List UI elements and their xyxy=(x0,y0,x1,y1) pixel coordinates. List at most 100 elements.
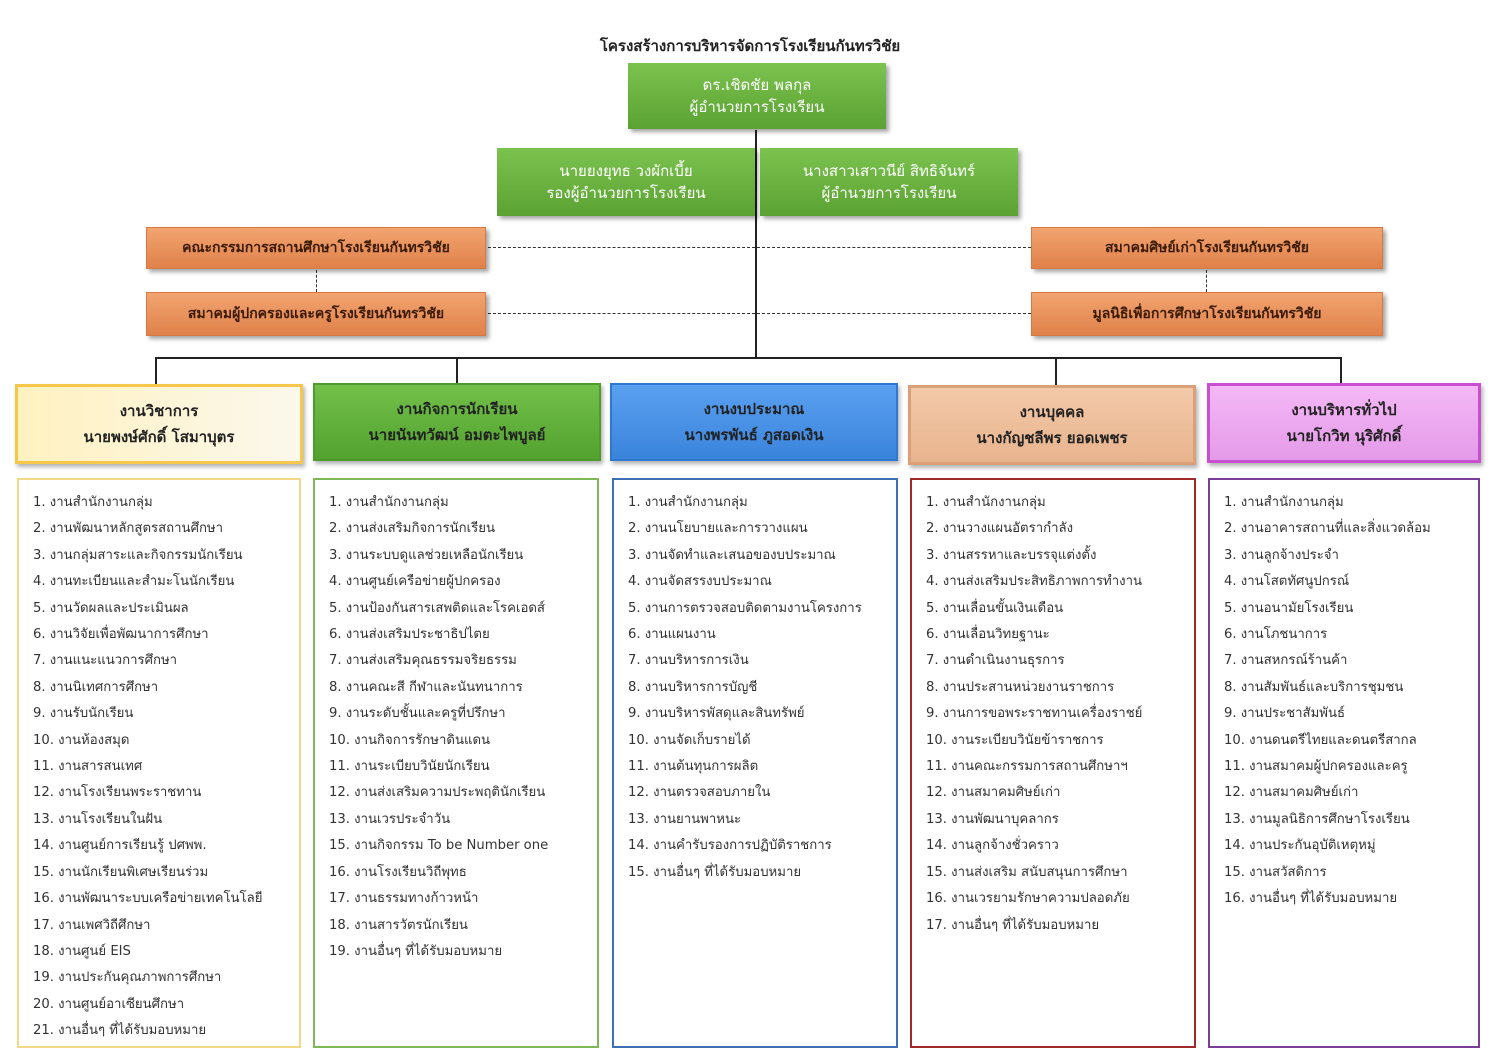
task-item: 12. งานส่งเสริมความประพฤตินักเรียน xyxy=(329,785,546,801)
task-item: 12. งานสมาคมศิษย์เก่า xyxy=(926,785,1061,801)
task-item: 16. งานเวรยามรักษาความปลอดภัย xyxy=(926,891,1130,907)
dept-title: งานบุคคล xyxy=(1019,403,1085,421)
dept-list-personnel: 1. งานสำนักงานกลุ่ม 2. งานวางแผนอัตรากำลั… xyxy=(910,478,1196,1048)
task-item: 4. งานศูนย์เครือข่ายผู้ปกครอง xyxy=(329,574,501,590)
task-item: 11. งานระเบียบวินัยนักเรียน xyxy=(329,759,490,775)
connector-horizontal-departments xyxy=(155,357,1340,359)
connector-drop-general xyxy=(1340,357,1342,385)
task-list: 1. งานสำนักงานกลุ่ม 2. งานวางแผนอัตรากำลั… xyxy=(926,490,1194,939)
task-item: 2. งานพัฒนาหลักสูตรสถานศึกษา xyxy=(33,521,224,537)
deputy-name: นางสาวเสาวนีย์ สิทธิจันทร์ xyxy=(802,162,976,180)
task-item: 7. งานสหกรณ์ร้านค้า xyxy=(1224,653,1348,669)
task-item: 1. งานสำนักงานกลุ่ม xyxy=(329,495,449,510)
task-item: 6. งานเลื่อนวิทยฐานะ xyxy=(926,627,1050,643)
task-item: 11. งานคณะกรรมการสถานศึกษาฯ xyxy=(926,759,1128,775)
dashed-link-left-bottom xyxy=(488,313,755,314)
task-item: 4. งานจัดสรรงบประมาณ xyxy=(628,574,772,590)
task-item: 2. งานวางแผนอัตรากำลัง xyxy=(926,521,1074,537)
task-item: 15. งานนักเรียนพิเศษเรียนร่วม xyxy=(33,864,209,880)
dept-title: งานงบประมาณ xyxy=(703,400,805,418)
task-item: 16. งานพัฒนาระบบเครือข่ายเทคโนโลยี xyxy=(33,891,263,907)
dept-list-student-affairs: 1. งานสำนักงานกลุ่ม 2. งานส่งเสริมกิจการน… xyxy=(313,478,599,1048)
deputy-name: นายยงยุทธ วงผักเบี้ย xyxy=(559,162,693,180)
task-list: 1. งานสำนักงานกลุ่ม 2. งานพัฒนาหลักสูตรสถ… xyxy=(33,490,299,1045)
task-item: 8. งานสัมพันธ์และบริการชุมชน xyxy=(1224,679,1404,695)
task-item: 1. งานสำนักงานกลุ่ม xyxy=(926,495,1046,510)
dept-header-general-admin: งานบริหารทั่วไป นายโกวิท นุริศักดิ์ xyxy=(1207,383,1481,463)
task-item: 9. งานระดับชั้นและครูที่ปรึกษา xyxy=(329,706,506,722)
task-item: 10. งานระเบียบวินัยข้าราชการ xyxy=(926,732,1104,748)
task-item: 8. งานนิเทศการศึกษา xyxy=(33,679,159,695)
task-item: 1. งานสำนักงานกลุ่ม xyxy=(33,495,153,510)
task-item: 5. งานป้องกันสารเสพติดและโรคเอดส์ xyxy=(329,600,545,616)
connector-drop-academic xyxy=(155,357,157,385)
dept-title: งานกิจการนักเรียน xyxy=(396,400,518,418)
deputy-role: รองผู้อำนวยการโรงเรียน xyxy=(546,184,706,202)
task-item: 15. งานส่งเสริม สนับสนุนการศึกษา xyxy=(926,864,1128,880)
task-item: 7. งานบริหารการเงิน xyxy=(628,653,749,669)
dashed-link-left-vertical xyxy=(316,270,317,292)
connector-drop-personnel xyxy=(1055,357,1057,385)
committee-parents-teachers: สมาคมผู้ปกครองและครูโรงเรียนกันทรวิชัย xyxy=(146,292,486,336)
dashed-link-left-top xyxy=(488,247,755,248)
task-item: 14. งานลูกจ้างชั่วคราว xyxy=(926,838,1059,854)
dept-title: งานวิชาการ xyxy=(119,402,199,420)
dept-header-academic: งานวิชาการ นายพงษ์ศักดิ์ โสมาบุตร xyxy=(15,384,303,464)
task-item: 10. งานดนตรีไทยและดนตรีสากล xyxy=(1224,732,1417,748)
task-item: 10. งานจัดเก็บรายได้ xyxy=(628,732,751,748)
task-item: 4. งานโสตทัศนูปกรณ์ xyxy=(1224,574,1350,590)
task-item: 13. งานพัฒนาบุคลากร xyxy=(926,811,1059,827)
task-item: 18. งานสารวัตรนักเรียน xyxy=(329,917,468,933)
task-item: 9. งานประชาสัมพันธ์ xyxy=(1224,706,1346,722)
dept-header-budget: งานงบประมาณ นางพรพันธ์ ภูสอดเงิน xyxy=(610,383,898,461)
dept-head: นายพงษ์ศักดิ์ โสมาบุตร xyxy=(83,428,235,446)
task-item: 2. งานนโยบายและการวางแผน xyxy=(628,521,808,537)
task-item: 17. งานเพศวิถีศึกษา xyxy=(33,917,151,933)
task-item: 5. งานเลื่อนขั้นเงินเดือน xyxy=(926,600,1064,616)
task-item: 17. งานธรรมทางก้าวหน้า xyxy=(329,891,479,907)
task-item: 13. งานยานพาหนะ xyxy=(628,811,742,827)
director-role: ผู้อำนวยการโรงเรียน xyxy=(689,98,825,116)
dashed-link-right-vertical xyxy=(1206,270,1207,292)
task-item: 3. งานระบบดูแลช่วยเหลือนักเรียน xyxy=(329,547,524,563)
task-item: 20. งานศูนย์อาเซียนศึกษา xyxy=(33,996,185,1012)
dept-head: นางกัญชลีพร ยอดเพชร xyxy=(976,429,1128,447)
task-item: 3. งานสรรหาและบรรจุแต่งตั้ง xyxy=(926,547,1097,563)
task-item: 7. งานส่งเสริมคุณธรรมจริยธรรม xyxy=(329,653,517,669)
dept-list-academic: 1. งานสำนักงานกลุ่ม 2. งานพัฒนาหลักสูตรสถ… xyxy=(17,478,301,1048)
task-item: 15. งานกิจกรรม To be Number one xyxy=(329,838,549,854)
chart-title: โครงสร้างการบริหารจัดการโรงเรียนกันทรวิช… xyxy=(599,37,901,55)
director-box: ดร.เชิดชัย พลกุล ผู้อำนวยการโรงเรียน xyxy=(628,63,886,129)
dashed-link-right-top xyxy=(757,247,1031,248)
task-item: 12. งานโรงเรียนพระราชทาน xyxy=(33,785,202,801)
dept-head: นายโกวิท นุริศักดิ์ xyxy=(1286,427,1402,445)
task-item: 15. งานอื่นๆ ที่ได้รับมอบหมาย xyxy=(628,864,802,880)
task-item: 1. งานสำนักงานกลุ่ม xyxy=(1224,495,1344,510)
task-item: 21. งานอื่นๆ ที่ได้รับมอบหมาย xyxy=(33,1023,207,1039)
task-item: 9. งานรับนักเรียน xyxy=(33,706,134,722)
deputy-box-2: นางสาวเสาวนีย์ สิทธิจันทร์ ผู้อำนวยการโร… xyxy=(760,148,1018,216)
task-item: 13. งานโรงเรียนในฝัน xyxy=(33,811,163,827)
task-item: 3. งานจัดทำและเสนอของบประมาณ xyxy=(628,547,836,563)
dept-head: นางพรพันธ์ ภูสอดเงิน xyxy=(684,426,824,444)
task-item: 19. งานประกันคุณภาพการศึกษา xyxy=(33,970,222,986)
task-item: 12. งานตรวจสอบภายใน xyxy=(628,785,771,801)
task-item: 11. งานสมาคมผู้ปกครองและครู xyxy=(1224,759,1408,775)
connector-drop-student xyxy=(456,357,458,385)
committee-foundation: มูลนิธิเพื่อการศึกษาโรงเรียนกันทรวิชัย xyxy=(1031,292,1383,336)
task-item: 14. งานศูนย์การเรียนรู้ ปศพพ. xyxy=(33,838,207,854)
task-item: 4. งานส่งเสริมประสิทธิภาพการทำงาน xyxy=(926,574,1143,590)
task-item: 13. งานมูลนิธิการศึกษาโรงเรียน xyxy=(1224,811,1410,827)
task-item: 18. งานศูนย์ EIS xyxy=(33,943,131,959)
task-item: 15. งานสวัสดิการ xyxy=(1224,864,1327,880)
task-item: 16. งานโรงเรียนวิถีพุทธ xyxy=(329,864,467,880)
task-item: 6. งานส่งเสริมประชาธิปไตย xyxy=(329,627,490,643)
task-item: 13. งานเวรประจำวัน xyxy=(329,811,451,827)
task-item: 2. งานส่งเสริมกิจการนักเรียน xyxy=(329,521,495,537)
task-item: 11. งานสารสนเทศ xyxy=(33,759,143,775)
task-item: 8. งานบริหารการบัญชี xyxy=(628,679,758,695)
task-item: 7. งานดำเนินงานธุรการ xyxy=(926,653,1065,669)
task-item: 9. งานบริหารพัสดุและสินทรัพย์ xyxy=(628,706,805,722)
